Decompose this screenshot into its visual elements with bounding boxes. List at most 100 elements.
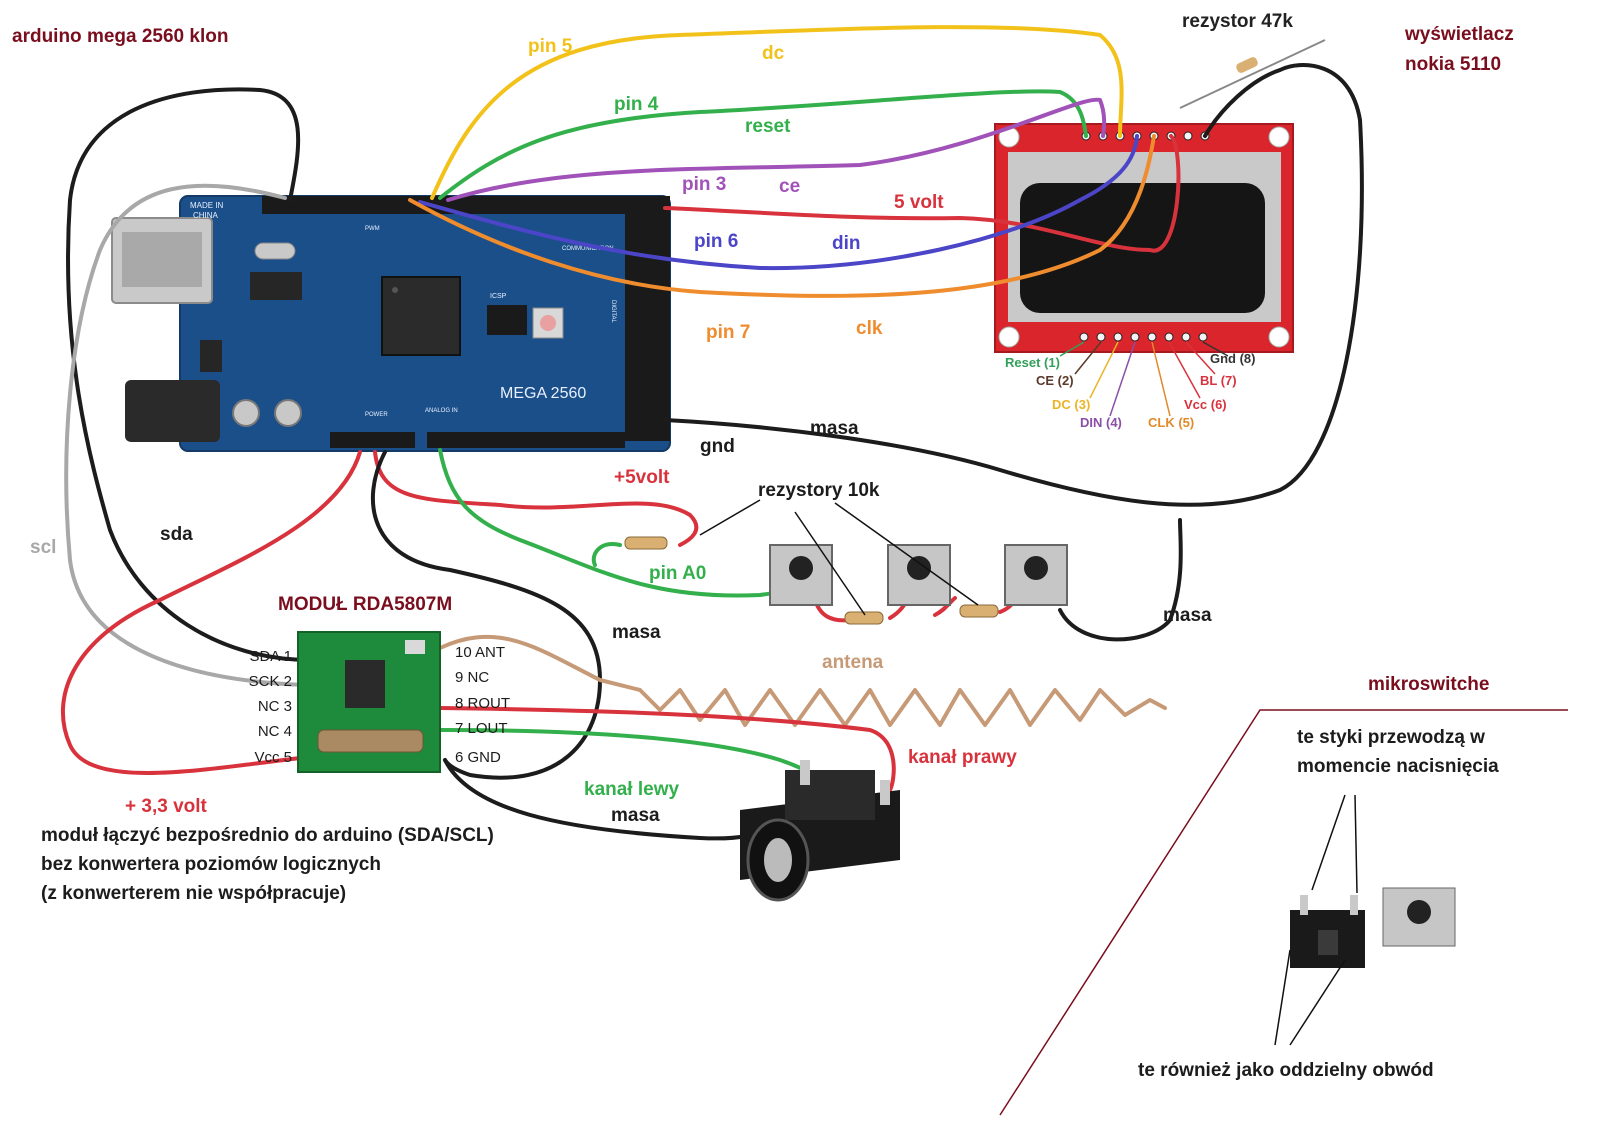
wire-masa-module	[370, 450, 602, 780]
resistor-10k-3	[959, 604, 999, 618]
label-5volt: 5 volt	[894, 192, 944, 213]
lcd-pin-label: Reset (1)	[1005, 355, 1060, 370]
crystal	[317, 729, 424, 753]
wire-scl	[64, 183, 307, 687]
label-pin5: pin 5	[528, 36, 573, 57]
microswitch-note-top-1: te styki przewodzą w	[1297, 727, 1485, 748]
wire-pin7-clk	[408, 134, 1156, 298]
title-arduino: arduino mega 2560 klon	[12, 26, 228, 47]
microswitch-opened	[1290, 895, 1365, 968]
wire-pin5-dc	[430, 25, 1124, 200]
rda5807m-module	[297, 631, 441, 773]
lcd-pin-label: BL (7)	[1200, 373, 1237, 388]
label-plus5volt: +5volt	[614, 467, 670, 488]
module-pin-right: 9 NC	[455, 669, 489, 686]
lcd-pin-label: DC (3)	[1052, 397, 1090, 412]
silk-china: CHINA	[193, 211, 219, 220]
label-reset: reset	[745, 116, 791, 137]
audio-jack	[740, 760, 900, 902]
module-pins-right: 10 ANT 9 NC 8 ROUT 7 LOUT 6 GND	[455, 644, 510, 766]
pushbutton-1	[769, 544, 833, 606]
label-kanal-prawy: kanał prawy	[908, 747, 1017, 768]
title-display-line2: nokia 5110	[1405, 54, 1501, 75]
lcd-pin-label: CLK (5)	[1148, 415, 1194, 430]
note-line-1: moduł łączyć bezpośrednio do arduino (SD…	[41, 825, 494, 846]
label-clk: clk	[856, 318, 883, 339]
label-pin7: pin 7	[706, 322, 750, 343]
nokia-5110-display	[994, 123, 1294, 417]
module-pin-left: NC 3	[258, 698, 292, 715]
label-masa-middle: masa	[612, 622, 661, 643]
wire-resistor-tail	[591, 542, 622, 567]
resistor-10k-1	[624, 536, 668, 550]
label-3v3: + 3,3 volt	[125, 796, 208, 817]
label-ce: ce	[779, 176, 800, 197]
lcd-pin-label: Vcc (6)	[1184, 397, 1227, 412]
label-pin4: pin 4	[614, 94, 659, 115]
label-scl: scl	[30, 537, 56, 558]
wire-arduino-loop	[66, 87, 312, 662]
microswitch-note-top-2: momencie nacisnięcia	[1297, 756, 1499, 777]
module-pin-right: 6 GND	[455, 749, 501, 766]
silk-analog-in: ANALOG IN	[425, 408, 458, 414]
arduino-mega-board: MADE IN CHINA MEGA 2560 ICSP POWER ANALO…	[111, 195, 671, 452]
note-line-2: bez konwertera poziomów logicznych	[41, 854, 381, 875]
microswitch-note-bottom: te również jako oddzielny obwód	[1138, 1060, 1434, 1081]
pushbutton-3	[1004, 544, 1068, 606]
module-pin-left: Vcc 5	[254, 749, 292, 766]
label-antena: antena	[822, 652, 884, 673]
silk-model: MEGA 2560	[500, 385, 586, 402]
wire-antenna	[438, 634, 1167, 727]
wire-5volt	[663, 134, 1181, 253]
pushbuttons	[624, 499, 1068, 625]
label-pin6: pin 6	[694, 231, 738, 252]
label-masa-top: masa	[810, 418, 859, 439]
wire-gnd-lcd	[663, 63, 1364, 507]
title-display-line1: wyświetlacz	[1404, 24, 1514, 45]
microswitch-inset	[999, 709, 1568, 1116]
lcd-pin-label: CE (2)	[1036, 373, 1074, 388]
label-sda: sda	[160, 524, 193, 545]
rda-chip	[345, 660, 385, 708]
lcd-pin-label: Gnd (8)	[1210, 351, 1256, 366]
wire-pin3-ce	[446, 97, 1107, 202]
lcd-pin-label: DIN (4)	[1080, 415, 1122, 430]
wire-button-link3	[933, 596, 957, 617]
wire-pin6-din	[418, 134, 1139, 271]
label-pin-a0: pin A0	[649, 563, 706, 584]
lcd-pin-labels: Reset (1) CE (2) DC (3) DIN (4) CLK (5) …	[1005, 351, 1256, 430]
title-microswitches: mikroswitche	[1368, 674, 1489, 695]
resistor-10k-2	[844, 611, 884, 625]
label-pin3: pin 3	[682, 174, 726, 195]
silk-made-in: MADE IN	[190, 201, 224, 210]
silk-digital: DIGITAL	[610, 300, 616, 324]
silk-communication: COMMUNICATION	[562, 246, 614, 252]
pushbutton-2	[887, 544, 951, 606]
label-masa-buttons: masa	[1163, 605, 1212, 626]
title-resistor-47k: rezystor 47k	[1182, 11, 1293, 32]
wire-3v3	[61, 450, 362, 775]
wire-rout	[438, 706, 896, 792]
label-gnd: gnd	[700, 436, 735, 457]
microswitch-closed	[1382, 887, 1456, 947]
wire-pin4-reset	[438, 89, 1088, 200]
wire-lout	[438, 728, 807, 772]
wire-5v-resistors	[373, 450, 699, 547]
wire-masa-buttons	[1058, 518, 1183, 642]
module-pin-left: NC 4	[258, 723, 292, 740]
label-din: din	[832, 233, 861, 254]
label-dc: dc	[762, 43, 785, 64]
label-kanal-lewy: kanał lewy	[584, 779, 679, 800]
module-pin-left: SCK 2	[249, 673, 292, 690]
module-pins-left: SDA 1 SCK 2 NC 3 NC 4 Vcc 5	[249, 648, 292, 766]
module-pin-left: SDA 1	[249, 648, 292, 665]
label-resistors-10k: rezystory 10k	[758, 480, 880, 501]
module-pin-right: 8 ROUT	[455, 695, 510, 712]
label-masa-jack: masa	[611, 805, 660, 826]
silk-pwm: PWM	[365, 226, 380, 232]
note-line-3: (z konwerterem nie współpracuje)	[41, 883, 346, 904]
module-pin-right: 7 LOUT	[455, 720, 508, 737]
silk-power: POWER	[365, 412, 388, 418]
